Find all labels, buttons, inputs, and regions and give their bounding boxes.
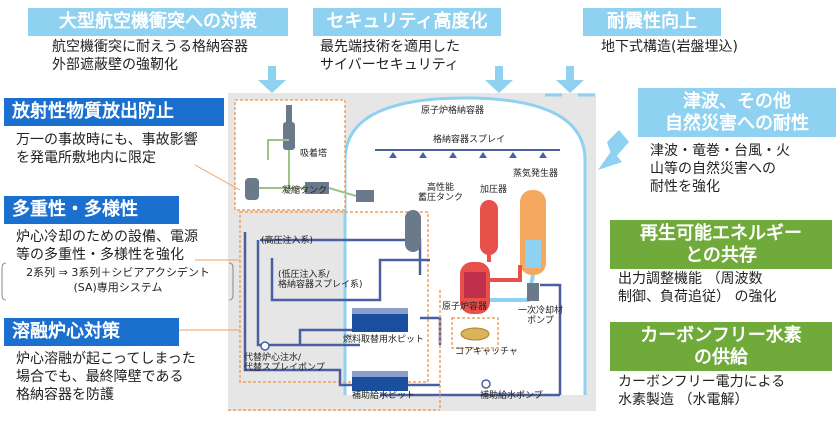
security-title: セキュリティ高度化 — [313, 8, 501, 36]
pressurizer-vessel — [480, 200, 498, 255]
radioactive-release-desc: 万一の事故時にも、事故影響 を発電所敷地内に限定 — [16, 132, 198, 167]
condensate-tank-label: 凝縮タンク — [282, 186, 328, 196]
coolant-pump-label: 一次冷却材 ポンプ — [518, 306, 564, 327]
alt-pump-symbol — [260, 341, 270, 351]
renewable-title: 再生可能エネルギー との共存 — [610, 220, 832, 270]
hydrogen-title: カーボンフリー水素 の供給 — [610, 322, 832, 372]
green-piping — [259, 139, 357, 197]
redundancy-title: 多重性・多様性 — [4, 196, 179, 224]
absorber-tower — [283, 122, 295, 150]
coolant-pump-body — [527, 283, 539, 301]
containment-label: 原子炉格納容器 — [421, 106, 485, 116]
aux-pump-symbol — [481, 379, 491, 389]
condensate-tank — [245, 178, 259, 200]
redundancy-note: 2系列 ⇒ 3系列＋シビアアクシデント (SA)専用システム — [26, 266, 210, 294]
accumulator-label: 高性能 蓄圧タンク — [418, 183, 464, 204]
aircraft-collision-desc: 航空機衝突に耐えうる格納容器 外部遮蔽壁の強靭化 — [52, 39, 248, 74]
radioactive-release-title: 放射性物質放出防止 — [4, 98, 224, 126]
seismic-desc: 地下式構造(岩盤埋込) — [601, 39, 738, 55]
absorber-label: 吸着塔 — [300, 149, 328, 159]
injection-system-box — [239, 211, 429, 383]
core-catcher-label: コアキャッチャ — [455, 347, 518, 357]
redundancy-desc: 炉心冷却のための設備、電源 等の多重性・多様性を強化 — [16, 229, 198, 264]
pressurizer-label: 加圧器 — [480, 185, 508, 195]
core-catcher-body — [460, 327, 490, 341]
spray-label: 格納容器スプレイ — [433, 135, 506, 145]
core-catcher-box — [451, 317, 499, 349]
steam-generator-label: 蒸気発生器 — [513, 169, 559, 179]
accumulator-tank — [405, 210, 421, 252]
meltdown-desc: 炉心溶融が起こってしまった 場合でも、最終障壁である 格納容器を防護 — [16, 351, 196, 404]
seismic-title: 耐震性向上 — [583, 8, 721, 36]
aux-pump-label: 補助給水ポンプ — [480, 391, 543, 401]
fuel-pit-water — [352, 312, 408, 332]
aircraft-collision-title: 大型航空機衝突への対策 — [28, 8, 288, 36]
security-desc: 最先端技術を適用した サイバーセキュリティ — [320, 39, 460, 74]
fuel-pit-label: 燃料取替用水ピット — [343, 335, 425, 345]
tsunami-desc: 津波・竜巻・台風・火 山等の自然災害への 耐性を強化 — [650, 143, 790, 196]
lp-injection-label: (低圧注入系/ 格納容器スプレイ系) — [278, 270, 363, 291]
aux-pit-water — [352, 375, 408, 391]
spray-nozzles — [389, 152, 547, 158]
alt-pump-label: 代替炉心注水/ 代替スプレイポンプ — [244, 353, 325, 374]
aux-pit-label: 補助給水ピット — [352, 391, 416, 401]
reactor-vessel-label: 原子炉容器 — [442, 302, 488, 312]
tsunami-title: 津波、その他 自然災害への耐性 — [638, 88, 836, 138]
force-arrows — [258, 66, 629, 170]
meltdown-title: 溶融炉心対策 — [4, 318, 179, 346]
renewable-desc: 出力調整機能 （周波数 制御、負荷追従） の強化 — [618, 271, 777, 306]
primary-loop — [487, 255, 522, 282]
hydrogen-desc: カーボンフリー電力による 水素製造 （水電解） — [618, 374, 786, 409]
hp-injection-label: (高圧注入系) — [261, 236, 314, 246]
